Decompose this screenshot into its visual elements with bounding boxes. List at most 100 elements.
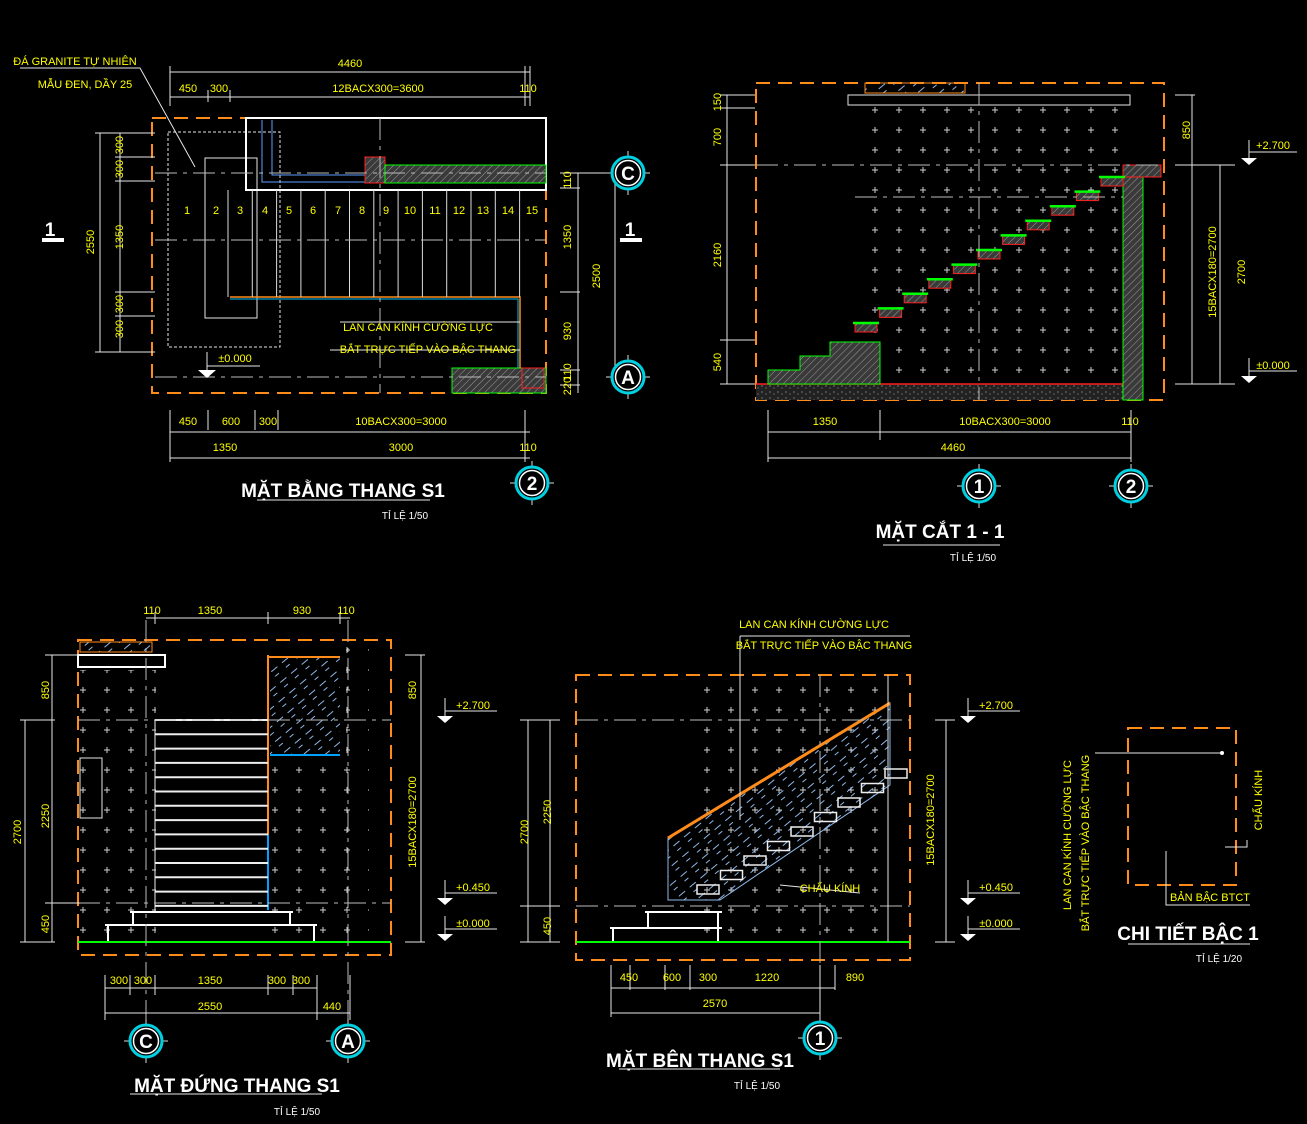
step-number: 6 [310,205,316,217]
front-bottom-dim: 300 [292,975,310,987]
section-tread [1026,220,1050,231]
plan-right-dim: 930 [562,322,574,340]
detail-outline [1127,727,1237,886]
grid-2-bubble-ring [518,469,546,497]
section-tread [854,322,878,333]
side-outline [575,674,911,961]
side-treads [696,768,908,895]
detail-railing-note: LAN CAN KÍNH CƯỜNG LỰC [1061,760,1074,910]
level-label: +0.450 [456,882,490,894]
front-right-dim: 850 [407,681,419,699]
front-bottom-dim: 300 [134,975,152,987]
front-bottom-dim: 300 [110,975,128,987]
side-bottom-dim: 890 [846,972,864,984]
section-tread [1100,176,1124,187]
section-tread [928,278,952,289]
front-right-dim: 15BACX180=2700 [407,776,419,867]
plan-grid-lines [155,118,546,393]
grid-c: C [139,1032,153,1053]
step-number: 14 [502,205,514,217]
section-title: MẶT CẮT 1 - 1 [876,521,1005,543]
side-bottom-dim: 1220 [755,972,779,984]
section-right-dim: 850 [1181,121,1193,139]
plan-top-dim: 450 [179,83,197,95]
step-number: 5 [286,205,292,217]
grid-2-bubble-ring [1117,472,1145,500]
granite-note: ĐÁ GRANITE TỰ NHIÊN [13,55,137,68]
grid-2: 2 [1126,477,1137,498]
front-bottom-dim: 2550 [198,1001,222,1013]
plan-left-dim: 1350 [114,225,126,249]
step-number: 2 [213,205,219,217]
front-grid-lines [78,620,391,1020]
level-leaders [1248,140,1297,376]
step-number: 4 [262,205,268,217]
section-left-dim: 150 [712,93,724,111]
level-label: ±0.000 [1256,360,1290,372]
level-leaders [967,698,1020,934]
grid-c: C [621,164,635,185]
section-tread [977,249,1001,260]
plan-top-dim-lines [169,66,531,106]
side-tread [743,855,767,866]
plan-right-dim: 2500 [591,264,603,288]
plan-bottom-dim: 300 [259,416,277,428]
section-dim-lines [720,94,1235,462]
level-marker-icon [437,716,453,941]
step-number: 1 [184,205,190,217]
upper-glass [864,82,966,94]
detail-railing-note: BẮT TRỰC TIẾP VÀO BẬC THANG [1079,755,1092,931]
grid-c-bubble-ring [132,1027,160,1055]
plan-title: MẶT BẰNG THANG S1 [241,480,445,502]
front-treads [154,719,268,912]
step-number: 10 [404,205,416,217]
section-bottom-dim: 4460 [941,442,965,454]
plan-right-dim-lines [560,172,630,393]
section-tread [1051,205,1075,216]
section-left-dim: 540 [712,353,724,371]
front-bottom-dim: 440 [323,1001,341,1013]
side-left-dim: 2700 [519,820,531,844]
level-label: ±0.000 [456,918,490,930]
section-mark-left: 1 [45,220,56,241]
side-right-dim: 15BACX180=2700 [925,774,937,865]
section-treads [853,175,1125,333]
railing-note: BẮT TRỰC TIẾP VÀO BẬC THANG [340,343,516,356]
plan-bottom-dim: 600 [222,416,240,428]
grid-2-bubble-icon [1113,468,1149,504]
detail-slab-label: BẢN BẬC BTCT [1170,891,1250,904]
front-view [20,612,497,1020]
plan-scale: TỈ LỆ 1/50 [382,509,429,522]
step-number: 7 [335,205,341,217]
right-wall-pattern [268,755,346,942]
leader-dot [1220,751,1224,755]
side-bottom-dim: 300 [699,972,717,984]
level-label: ±0.000 [218,353,252,365]
plan-bottom-dim-lines [169,410,530,462]
upper-railing [261,120,365,183]
grid-c-bubble-ring [614,159,642,187]
front-left-dim: 850 [40,681,52,699]
railing-note: LAN CAN KÍNH CƯỜNG LỰC [739,618,889,631]
step-number: 8 [359,205,365,217]
grid-2-bubble-icon [514,465,550,501]
front-top-dim: 1350 [198,605,222,617]
level-marker-icon [960,716,976,941]
plan-top-dim: 110 [519,83,537,95]
side-bottom-steps [610,911,722,942]
front-scale: TỈ LỆ 1/50 [274,1105,321,1118]
section-tread [903,293,927,304]
side-dim-lines [520,719,955,1017]
plan-bottom-dim: 10BACX300=3000 [355,416,446,428]
front-top-dim: 110 [143,605,161,617]
detail-leaders [1095,752,1250,906]
level-leaders [444,698,497,934]
grid-c-bubble-icon [610,155,646,191]
grid-a-bubble-ring [614,363,642,391]
detail-view [1095,727,1250,906]
title-underlines [130,499,1250,1095]
granite-note-leader [20,67,196,168]
section-bottom-dim: 10BACX300=3000 [959,416,1050,428]
section-mark-right: 1 [625,220,636,241]
wall-2 [1122,164,1144,401]
